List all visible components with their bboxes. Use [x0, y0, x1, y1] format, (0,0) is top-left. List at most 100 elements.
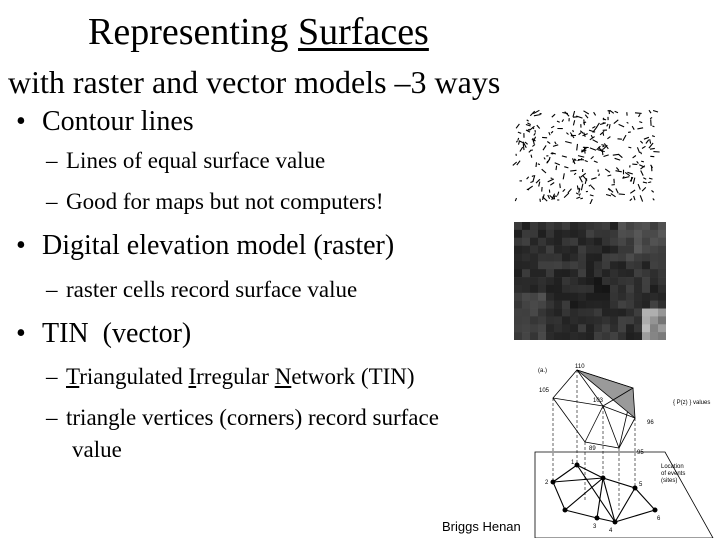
bullet-label: Digital elevation model (raster)	[42, 230, 395, 261]
contour-stroke	[541, 168, 547, 174]
dem-cell	[578, 222, 587, 231]
dem-cell	[586, 237, 595, 246]
contour-stroke	[564, 111, 570, 117]
dem-cell	[586, 292, 595, 301]
contour-stroke	[574, 158, 577, 162]
slide-subtitle: with raster and vector models –3 ways	[8, 64, 501, 100]
contour-stroke	[599, 130, 605, 136]
dem-cell	[658, 245, 666, 254]
contour-stroke	[550, 177, 553, 180]
contour-stroke	[602, 118, 607, 121]
contour-stroke	[527, 185, 534, 190]
contour-stroke	[632, 155, 637, 159]
dem-cell	[570, 222, 579, 231]
dem-cell	[634, 269, 643, 278]
contour-stroke	[624, 171, 631, 177]
dem-cell	[618, 269, 627, 278]
contour-stroke	[638, 113, 641, 118]
letter-n: N	[274, 364, 292, 389]
contour-stroke	[601, 148, 604, 156]
dem-cell	[594, 269, 603, 278]
contour-stroke	[640, 165, 646, 170]
contour-stroke	[639, 121, 643, 124]
contour-stroke	[561, 119, 565, 123]
dem-cell	[610, 332, 619, 340]
contour-stroke	[615, 167, 620, 171]
contour-stroke	[565, 140, 572, 144]
contour-stroke	[596, 145, 601, 151]
dem-cell	[626, 277, 635, 286]
dem-cell	[642, 277, 651, 286]
dem-cell	[634, 253, 643, 262]
letter-i: I	[188, 364, 197, 389]
dem-cell	[522, 229, 531, 239]
contour-stroke	[604, 168, 611, 173]
sub-bullet: –Lines of equal surface value	[46, 146, 325, 176]
contour-stroke	[592, 126, 598, 133]
dem-cell	[538, 284, 547, 294]
contour-stroke	[629, 198, 633, 202]
dem-cell	[642, 316, 651, 325]
dem-cell	[626, 292, 635, 301]
dem-cell	[538, 332, 547, 340]
dem-cell	[578, 261, 587, 270]
dem-cell	[586, 245, 595, 254]
dem-cell	[554, 284, 563, 294]
contour-stroke	[648, 142, 654, 149]
dem-cell	[594, 300, 603, 309]
contour-stroke	[570, 134, 573, 137]
letter-t: T	[66, 364, 80, 389]
dem-cell	[634, 245, 643, 254]
dem-cell	[570, 300, 579, 309]
contour-stroke	[529, 110, 536, 117]
vertex-value: 110	[575, 364, 585, 370]
tin-diagram-figure: (a.) { P(z) } values 110 105 103 96 89 9…	[534, 364, 714, 538]
dem-cell	[514, 284, 523, 294]
dem-cell	[554, 261, 563, 270]
dem-cell	[578, 229, 587, 239]
dem-cell	[554, 316, 563, 325]
dem-cell	[618, 292, 627, 301]
dem-cell	[634, 284, 643, 294]
contour-stroke	[524, 141, 528, 145]
dem-cell	[514, 292, 523, 301]
dem-cell	[522, 245, 531, 254]
dem-cell	[642, 237, 651, 246]
sub-bullet: –raster cells record surface value	[46, 275, 357, 305]
dem-cell	[586, 324, 595, 333]
contour-stroke	[579, 130, 584, 134]
dem-cell	[562, 269, 571, 278]
dem-cell	[530, 253, 539, 262]
dem-cell	[594, 253, 603, 262]
contour-stroke	[593, 111, 597, 116]
contour-stroke	[582, 133, 588, 137]
vertex-value: 95	[637, 450, 644, 456]
dem-cell	[634, 229, 643, 239]
contour-stroke	[527, 122, 531, 126]
dem-cell	[634, 300, 643, 309]
contour-stroke	[547, 178, 555, 183]
dem-cell	[530, 292, 539, 301]
dem-cell	[586, 229, 595, 239]
contour-stroke	[609, 109, 615, 114]
contour-stroke	[592, 139, 599, 143]
dem-cell	[626, 261, 635, 270]
contour-stroke	[615, 170, 622, 173]
dem-cell	[650, 292, 659, 301]
dem-cell	[618, 300, 627, 309]
contour-stroke	[634, 112, 642, 114]
contour-stroke	[610, 193, 616, 198]
dem-cell	[626, 284, 635, 294]
dem-cell	[546, 324, 555, 333]
dem-cell	[514, 300, 523, 309]
contour-stroke	[512, 161, 518, 166]
dem-cell	[642, 324, 651, 333]
slide-title: Representing Surfaces	[88, 8, 429, 56]
dem-cell	[642, 284, 651, 294]
contour-stroke	[526, 176, 530, 180]
dem-cell	[634, 222, 643, 231]
sub-bullet: –Good for maps but not computers!	[46, 187, 383, 217]
contour-stroke	[618, 193, 625, 196]
dem-cell	[538, 316, 547, 325]
dem-cell	[626, 237, 635, 246]
